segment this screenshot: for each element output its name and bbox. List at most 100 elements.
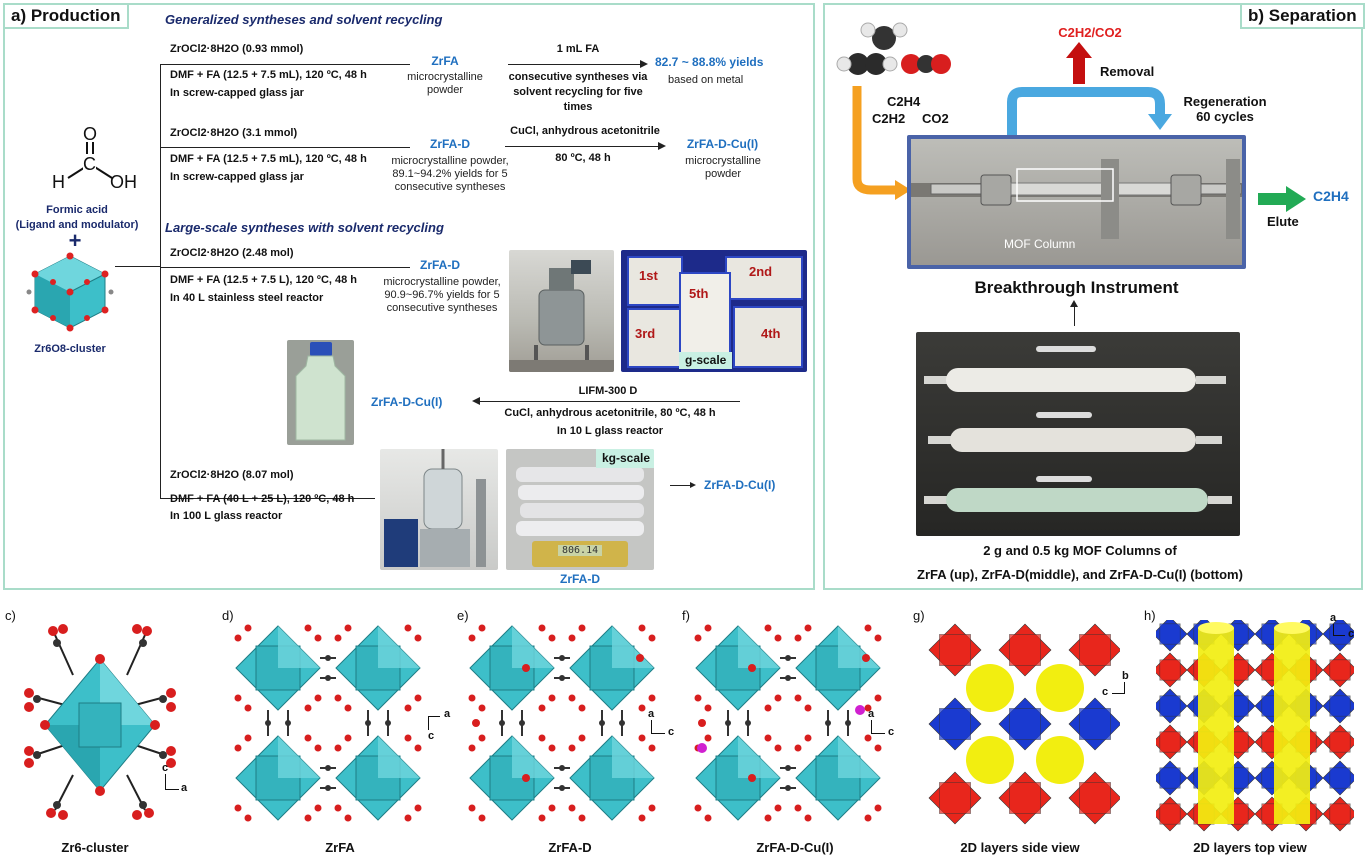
separation-panel <box>823 3 1363 590</box>
lifm-cond1: CuCl, anhydrous acetonitrile, 80 ºC, 48 … <box>504 407 716 419</box>
route2-step-bottom: 80 ºC, 48 h <box>555 152 611 164</box>
label-d: d) <box>222 608 234 623</box>
gas-co2: CO2 <box>922 111 949 126</box>
route1-cond1: DMF + FA (12.5 + 7.5 mL), 120 ºC, 48 h <box>170 69 367 81</box>
regeneration-label: Regeneration 60 cycles <box>1183 94 1267 124</box>
elute-label: Elute <box>1267 214 1299 229</box>
polyhedron-cluster <box>1156 652 1188 688</box>
linker-carbon <box>325 785 331 791</box>
formic-oh: OH <box>110 172 137 192</box>
linker-carbon <box>725 720 731 726</box>
linker-carbon <box>559 655 565 661</box>
caption-g: 2D layers side view <box>960 840 1080 855</box>
octahedron-node <box>568 734 656 822</box>
gas-c2h4: C2H4 <box>887 94 921 109</box>
formic-c: C <box>83 154 96 175</box>
kg-product: ZrFA-D <box>560 572 600 586</box>
scale-display: 806.14 <box>558 545 603 556</box>
linker-carbon <box>265 720 271 726</box>
route3-reagent: ZrOCl2·8H2O (2.48 mol) <box>170 247 294 259</box>
zrfa-structure <box>234 624 422 822</box>
formic-o: O <box>83 124 98 144</box>
route1-result-sub: based on metal <box>668 74 744 86</box>
defect-oxygen <box>636 654 644 662</box>
pore-channel <box>966 664 1014 712</box>
octahedron-node <box>694 624 782 712</box>
route3-cond1: DMF + FA (12.5 + 7.5 L), 120 ºC, 48 h <box>170 274 358 286</box>
axes-f: a c <box>868 708 895 738</box>
glass-reactor-photo <box>380 449 498 570</box>
separation-tag: b) Separation <box>1240 3 1365 29</box>
g-scale-badge: g-scale <box>679 352 733 369</box>
linker-carbon <box>619 720 625 726</box>
defect-oxygen <box>862 654 870 662</box>
axes-g: b c <box>1102 670 1129 698</box>
stainless-reactor-photo <box>509 250 614 372</box>
defect-oxygen <box>522 664 530 672</box>
formic-acid-structure: O H C OH <box>30 124 140 200</box>
production-tag: a) Production <box>3 3 129 29</box>
route3-product: ZrFA-D <box>420 258 460 272</box>
zr6o8-cluster-image <box>25 252 115 332</box>
plus-sign: + <box>68 228 82 253</box>
batch-1: 1st <box>639 268 658 283</box>
octahedron-node <box>794 734 882 822</box>
caption-d: ZrFA <box>325 840 355 855</box>
route2-step-arrow <box>505 146 661 147</box>
polyhedron-cluster <box>928 771 982 825</box>
route2-step-top: CuCl, anhydrous acetonitrile <box>510 125 660 137</box>
route1-cond2: In screw-capped glass jar <box>170 87 304 99</box>
linker-carbon <box>325 675 331 681</box>
formic-h: H <box>52 172 65 192</box>
batch-5: 5th <box>689 286 709 301</box>
columns-photo <box>916 332 1240 536</box>
pore-channel <box>966 736 1014 784</box>
route2-result: ZrFA-D-Cu(I) <box>686 137 759 151</box>
layers-side-view <box>928 623 1120 825</box>
octahedron-node <box>794 624 882 712</box>
octahedron-node <box>468 624 556 712</box>
copper-atom <box>697 743 707 753</box>
gas-c2h2: C2H2 <box>872 111 906 126</box>
target-gas: C2H2/CO2 <box>1058 25 1122 40</box>
octahedron-node <box>234 734 322 822</box>
polyhedron-cluster <box>1068 623 1120 677</box>
linker-carbon <box>559 765 565 771</box>
polyhedron-cluster <box>928 623 982 677</box>
layers-top-view <box>1156 620 1354 832</box>
caption-c: Zr6-cluster <box>61 840 129 855</box>
linker-carbon <box>845 720 851 726</box>
removal-arrow <box>1066 42 1092 84</box>
linker-carbon <box>499 720 505 726</box>
mof-column-label: MOF Column <box>1004 237 1076 251</box>
main-vertical-line <box>160 64 161 498</box>
kg-scale-badge: kg-scale <box>596 449 654 468</box>
linker-carbon <box>285 720 291 726</box>
linker-carbon <box>325 765 331 771</box>
zr6-cluster-structure <box>24 624 176 820</box>
zrfa-d-structure <box>468 624 656 822</box>
removal-label: Removal <box>1100 64 1155 79</box>
label-h: h) <box>1144 608 1156 623</box>
linker-carbon <box>825 720 831 726</box>
lifm-product: ZrFA-D-Cu(I) <box>371 395 443 409</box>
polyhedron-cluster <box>998 697 1052 751</box>
zr6o8-cluster-label: Zr6O8-cluster <box>34 343 106 355</box>
breakthrough-instrument-photo: MOF Column <box>907 135 1246 269</box>
polyhedron-cluster <box>998 771 1052 825</box>
route4-reagent: ZrOCl2·8H2O (8.07 mol) <box>170 469 294 481</box>
polyhedron-cluster <box>1322 724 1354 760</box>
axes-e: a c <box>648 708 675 738</box>
cluster-connector <box>115 266 160 267</box>
kg-bags-photo: 806.14 kg-scale <box>506 449 654 570</box>
axes-c: c a <box>162 762 188 794</box>
route4-cond1: DMF + FA (40 L + 25 L), 120 ºC, 48 h <box>170 493 355 505</box>
linker-carbon <box>559 785 565 791</box>
polyhedron-cluster <box>1156 620 1188 652</box>
defect-oxygen <box>748 774 756 782</box>
formic-acid-label: Formic acid (Ligand and modulator) <box>15 204 139 231</box>
lifm-arrow <box>478 401 740 402</box>
copper-atom <box>855 705 865 715</box>
route4-result: ZrFA-D-Cu(I) <box>704 478 776 492</box>
defect-oxygen <box>698 719 706 727</box>
